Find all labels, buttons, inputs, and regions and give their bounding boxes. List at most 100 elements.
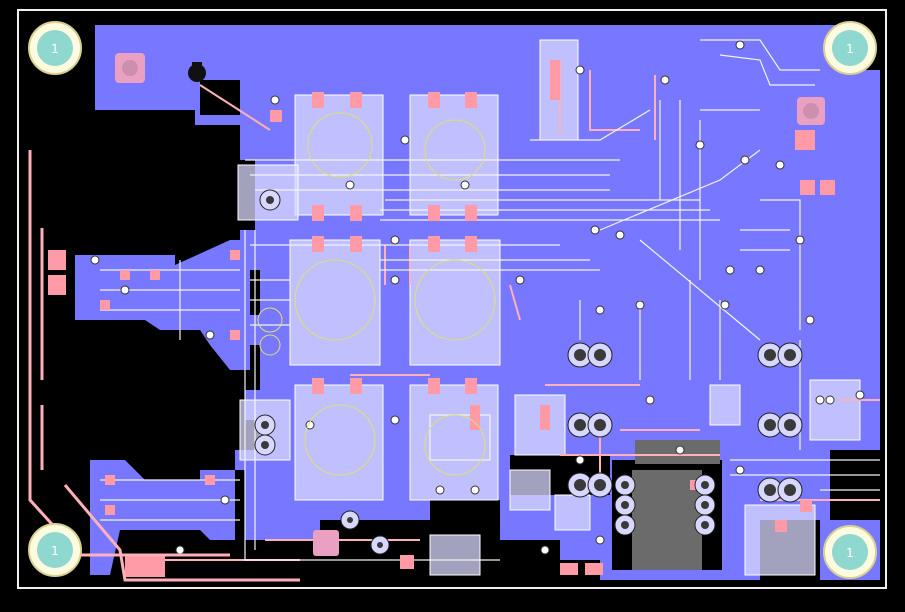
component-body bbox=[429, 534, 481, 576]
capacitor-outline bbox=[414, 259, 496, 341]
pad bbox=[270, 110, 282, 122]
pad bbox=[350, 92, 362, 108]
pad bbox=[150, 270, 160, 280]
pad-hole bbox=[574, 349, 586, 361]
via bbox=[615, 230, 625, 240]
via bbox=[740, 155, 750, 165]
via bbox=[400, 135, 410, 145]
via bbox=[390, 235, 400, 245]
pad-hole bbox=[621, 481, 629, 489]
pad-hole bbox=[574, 479, 586, 491]
pad bbox=[465, 378, 477, 394]
silk-line bbox=[639, 239, 761, 341]
mounting-hole-bottom-right: 1 bbox=[823, 525, 877, 579]
pad bbox=[230, 330, 240, 340]
pad bbox=[820, 180, 835, 195]
pad-hole bbox=[621, 501, 629, 509]
pad bbox=[465, 205, 477, 221]
via bbox=[735, 465, 745, 475]
capacitor-outlines bbox=[257, 112, 496, 476]
pad bbox=[795, 130, 815, 150]
pad bbox=[350, 205, 362, 221]
pad bbox=[105, 505, 115, 515]
pad bbox=[125, 555, 165, 577]
capacitor-outline bbox=[304, 404, 376, 476]
via bbox=[595, 305, 605, 315]
mounting-hole-bottom-left: 1 bbox=[28, 523, 82, 577]
pad bbox=[120, 270, 130, 280]
pad bbox=[428, 378, 440, 394]
silk-line bbox=[760, 199, 801, 330]
pad-hole bbox=[764, 349, 776, 361]
via bbox=[815, 395, 825, 405]
trace bbox=[199, 84, 271, 131]
via bbox=[460, 180, 470, 190]
via bbox=[435, 485, 445, 495]
mounting-hole-label: 1 bbox=[51, 42, 59, 56]
via bbox=[755, 265, 765, 275]
pad-hole bbox=[764, 484, 776, 496]
pad bbox=[105, 475, 115, 485]
via bbox=[775, 160, 785, 170]
pad-hole bbox=[594, 349, 606, 361]
via bbox=[515, 275, 525, 285]
silk-line bbox=[719, 54, 815, 86]
component-body bbox=[509, 469, 551, 511]
via bbox=[120, 285, 130, 295]
traces bbox=[150, 60, 880, 561]
via bbox=[735, 40, 745, 50]
pad bbox=[550, 60, 560, 100]
pad bbox=[230, 250, 240, 260]
via bbox=[390, 415, 400, 425]
silk-line bbox=[244, 230, 500, 561]
via bbox=[390, 275, 400, 285]
pad bbox=[540, 405, 550, 430]
via bbox=[855, 390, 865, 400]
mounting-hole-top-left: 1 bbox=[28, 21, 82, 75]
pad bbox=[312, 378, 324, 394]
component-body bbox=[744, 504, 816, 576]
pad bbox=[560, 563, 578, 575]
trace bbox=[589, 70, 640, 131]
pad bbox=[400, 555, 414, 569]
pad-hole bbox=[266, 196, 274, 204]
pad bbox=[205, 475, 215, 485]
silkscreen bbox=[100, 39, 880, 561]
component-body bbox=[409, 239, 501, 366]
pad-hole bbox=[377, 542, 383, 548]
via bbox=[825, 395, 835, 405]
via bbox=[635, 300, 645, 310]
capacitor-outline bbox=[307, 112, 373, 178]
pad-hole bbox=[261, 441, 269, 449]
mounting-hole-label: 1 bbox=[846, 42, 854, 56]
component-body bbox=[809, 379, 861, 441]
capacitor-outline bbox=[294, 259, 376, 341]
via bbox=[205, 330, 215, 340]
pad-hole bbox=[701, 481, 709, 489]
via bbox=[660, 75, 670, 85]
via bbox=[345, 180, 355, 190]
pad bbox=[350, 378, 362, 394]
pad-hole bbox=[574, 419, 586, 431]
via bbox=[575, 455, 585, 465]
pad bbox=[350, 236, 362, 252]
via bbox=[305, 420, 315, 430]
pad bbox=[428, 92, 440, 108]
via bbox=[720, 300, 730, 310]
via bbox=[805, 315, 815, 325]
via bbox=[645, 395, 655, 405]
pad bbox=[585, 563, 603, 575]
via bbox=[220, 495, 230, 505]
via bbox=[470, 485, 480, 495]
via bbox=[575, 65, 585, 75]
via bbox=[595, 535, 605, 545]
pad bbox=[465, 92, 477, 108]
via bbox=[725, 265, 735, 275]
component-body bbox=[709, 384, 741, 426]
via bbox=[795, 235, 805, 245]
pad-hole bbox=[347, 517, 353, 523]
silk-line bbox=[700, 39, 820, 71]
pad bbox=[312, 205, 324, 221]
fiducials bbox=[115, 53, 825, 556]
